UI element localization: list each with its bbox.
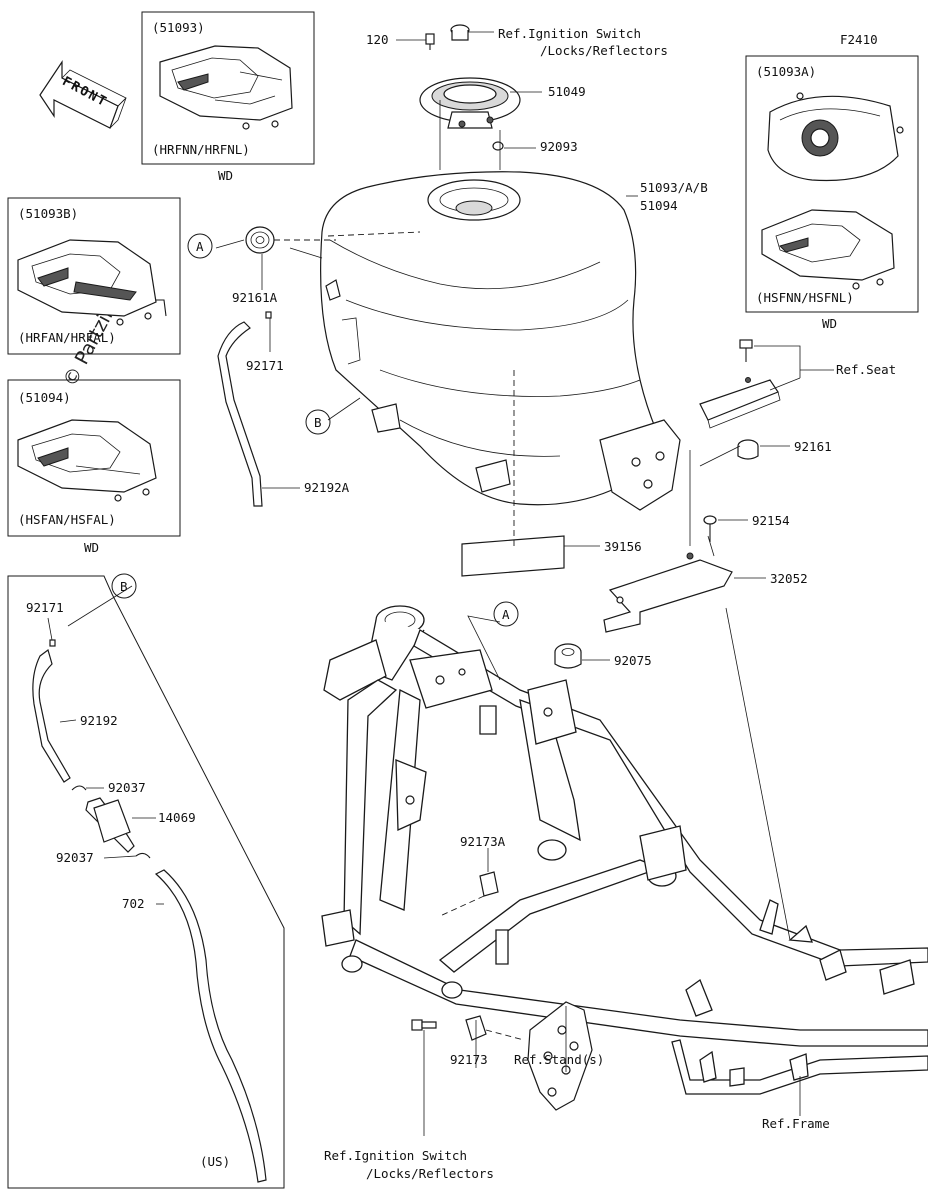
rubber-92075 bbox=[554, 643, 582, 669]
label-92171-us: 92171 bbox=[26, 600, 64, 615]
clip-92037-b bbox=[135, 852, 151, 859]
label-92173: 92173 bbox=[450, 1052, 488, 1067]
label-92192: 92192 bbox=[80, 713, 118, 728]
inset-code: (51093A) bbox=[756, 64, 816, 79]
leader-lines bbox=[47, 31, 834, 1136]
bolt-92154 bbox=[703, 515, 717, 542]
label-51049: 51049 bbox=[548, 84, 586, 99]
clip-92171-us bbox=[49, 639, 56, 647]
inset-model: (HRFAN/HRFAL) bbox=[18, 330, 116, 345]
label-51094: 51094 bbox=[640, 198, 678, 213]
callout-B-us: B bbox=[111, 573, 137, 599]
inset-note: WD bbox=[822, 316, 837, 331]
label-92161A: 92161A bbox=[232, 290, 278, 305]
inset-code: (51093) bbox=[152, 20, 205, 35]
label-ref-ignition-top-1: Ref.Ignition Switch bbox=[498, 26, 641, 41]
inset-51093B: (51093B) (HRFAN/HRFAL) bbox=[7, 197, 181, 355]
inset-model: (HSFAN/HSFAL) bbox=[18, 512, 116, 527]
filter-14069 bbox=[85, 797, 135, 853]
inset-model: (HRFNN/HRFNL) bbox=[152, 142, 250, 157]
inset-code: (51093B) bbox=[18, 206, 78, 221]
inset-51094: (51094) (HSFAN/HSFAL) WD bbox=[7, 379, 181, 555]
seat-bracket bbox=[699, 377, 781, 429]
stand-bracket bbox=[527, 1001, 593, 1111]
frame bbox=[321, 605, 928, 1095]
label-ref-seat: Ref.Seat bbox=[836, 362, 896, 377]
label-ref-ignition-bot-2: /Locks/Reflectors bbox=[366, 1166, 494, 1181]
clip-92037-a bbox=[71, 785, 87, 791]
label-92093: 92093 bbox=[540, 139, 578, 154]
screw-120 bbox=[425, 33, 435, 50]
label-us: (US) bbox=[200, 1154, 230, 1169]
callout-label: B bbox=[120, 579, 128, 594]
label-32052: 32052 bbox=[770, 571, 808, 586]
callout-label: B bbox=[314, 415, 322, 430]
front-arrow-icon: FRONT bbox=[39, 60, 127, 129]
lock-cylinder bbox=[450, 24, 470, 41]
callout-label: A bbox=[196, 239, 204, 254]
label-92075: 92075 bbox=[614, 653, 652, 668]
bolt-bottom bbox=[411, 1019, 437, 1031]
label-14069: 14069 bbox=[158, 810, 196, 825]
fuel-cap bbox=[419, 77, 521, 129]
label-120: 120 bbox=[366, 32, 389, 47]
pad-39156 bbox=[461, 535, 565, 577]
bracket-32052 bbox=[603, 552, 733, 633]
label-92192A: 92192A bbox=[304, 480, 350, 495]
label-ref-ignition-bot-1: Ref.Ignition Switch bbox=[324, 1148, 467, 1163]
inset-model: (HSFNN/HSFNL) bbox=[756, 290, 854, 305]
callout-A-frame: A bbox=[493, 601, 519, 627]
label-92173A: 92173A bbox=[460, 834, 506, 849]
us-evap-box bbox=[7, 575, 285, 1189]
diagram-code: F2410 bbox=[840, 32, 878, 47]
label-92037-a: 92037 bbox=[108, 780, 146, 795]
label-92154: 92154 bbox=[752, 513, 790, 528]
label-702: 702 bbox=[122, 896, 145, 911]
inset-51093A: (51093A) (HSFNN/HSFNL) WD bbox=[745, 55, 919, 331]
rubber-92161 bbox=[737, 439, 759, 460]
inset-note: WD bbox=[84, 540, 99, 555]
label-ref-ignition-top-2: /Locks/Reflectors bbox=[540, 43, 668, 58]
bolt-92161-top bbox=[739, 339, 753, 362]
callout-label: A bbox=[502, 607, 510, 622]
callout-B-tank: B bbox=[305, 409, 331, 435]
inset-51093: (51093) (HRFNN/HRFNL) WD bbox=[141, 11, 315, 183]
inset-note: WD bbox=[218, 168, 233, 183]
inset-code: (51094) bbox=[18, 390, 71, 405]
grommet-92161A bbox=[245, 226, 275, 254]
callout-A-tank: A bbox=[187, 233, 213, 259]
label-ref-stand: Ref.Stand(s) bbox=[514, 1052, 604, 1067]
clip-92171 bbox=[265, 311, 272, 319]
hose-92192 bbox=[32, 648, 71, 783]
hose-702 bbox=[154, 869, 267, 1183]
label-39156: 39156 bbox=[604, 539, 642, 554]
label-92161: 92161 bbox=[794, 439, 832, 454]
label-ref-frame: Ref.Frame bbox=[762, 1116, 830, 1131]
label-51093: 51093/A/B bbox=[640, 180, 708, 195]
label-92037-b: 92037 bbox=[56, 850, 94, 865]
hose-92192A bbox=[217, 321, 263, 507]
washer-92093 bbox=[492, 141, 504, 151]
collar-92173A bbox=[479, 871, 499, 897]
label-92171: 92171 bbox=[246, 358, 284, 373]
fuel-tank bbox=[320, 171, 681, 511]
